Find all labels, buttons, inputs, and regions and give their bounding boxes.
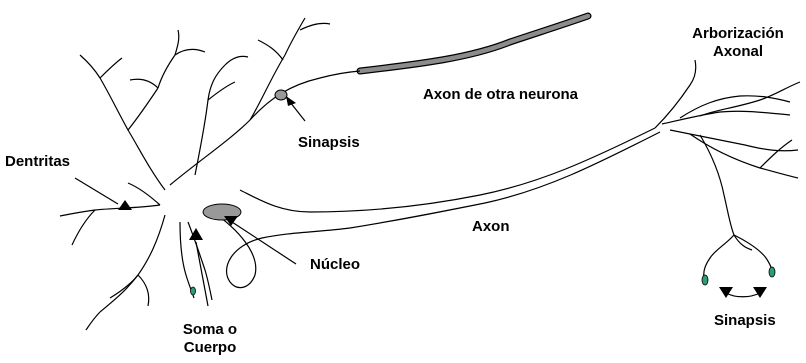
other-neuron-axon	[360, 16, 588, 71]
label-arborizacion-line1: Arborización	[678, 25, 798, 43]
dentritas-arrowhead	[118, 200, 132, 210]
label-axon: Axon	[472, 218, 510, 236]
sinapsis-top-pointer	[290, 102, 305, 121]
dendrite-branch	[158, 55, 175, 88]
label-soma-line2: Cuerpo	[160, 339, 260, 357]
dendrite-branch	[110, 275, 138, 298]
dendrite-branch	[130, 79, 158, 88]
label-dentritas: Dentritas	[5, 153, 70, 171]
sinapsis-top-arrowhead	[286, 96, 296, 106]
dendrite-branch	[175, 49, 205, 55]
dendrite-branch	[100, 58, 122, 78]
main-axon-lower	[350, 132, 660, 228]
dendrite-branch	[285, 18, 305, 55]
synapse-triangle	[753, 287, 767, 298]
dendrite-top	[100, 78, 165, 190]
arbor-branch	[690, 134, 798, 178]
synaptic-terminal	[702, 275, 708, 285]
nucleo-pointer	[232, 222, 296, 264]
dendrite-branch	[175, 30, 179, 55]
label-sinapsis-bottom: Sinapsis	[714, 312, 776, 330]
synaptic-terminal	[769, 267, 775, 277]
dendrite-branch	[72, 210, 95, 245]
arbor-branch	[760, 140, 792, 168]
dendrite-branch	[138, 275, 149, 306]
synaptic-terminal	[191, 287, 196, 295]
arbor-branch	[700, 82, 800, 116]
top-synapse	[275, 90, 287, 100]
dendrite-lower-left	[100, 215, 165, 312]
dendrite-branch	[128, 183, 160, 205]
arbor-down-right	[734, 235, 772, 272]
arbor-branch	[670, 130, 798, 151]
dendrite-branch	[300, 23, 330, 30]
synapse-connector	[726, 293, 760, 297]
dendrite-center-up	[195, 65, 225, 175]
synapse-triangle	[719, 287, 733, 298]
dentritas-pointer	[75, 178, 118, 204]
dendrite-branch	[225, 56, 248, 65]
arbor-down-left	[704, 235, 734, 278]
dendrite-branch	[128, 88, 158, 130]
label-soma-line1: Soma o	[160, 321, 260, 339]
label-arborizacion-line2: Axonal	[678, 43, 798, 61]
dendrite-branch	[250, 55, 285, 120]
label-axon-otra-neurona: Axon de otra neurona	[423, 86, 578, 104]
dendrite-branch	[86, 312, 100, 330]
arbor-down-mid	[734, 235, 752, 250]
label-arborizacion: Arborización Axonal	[678, 25, 798, 61]
dendrite-upper-right	[170, 71, 360, 185]
dendrite-branch	[80, 55, 100, 78]
label-nucleo: Núcleo	[310, 256, 360, 274]
label-sinapsis-top: Sinapsis	[298, 134, 360, 152]
dendrite-left	[60, 205, 160, 216]
label-soma: Soma o Cuerpo	[160, 321, 260, 357]
dendrite-branch	[258, 40, 283, 60]
